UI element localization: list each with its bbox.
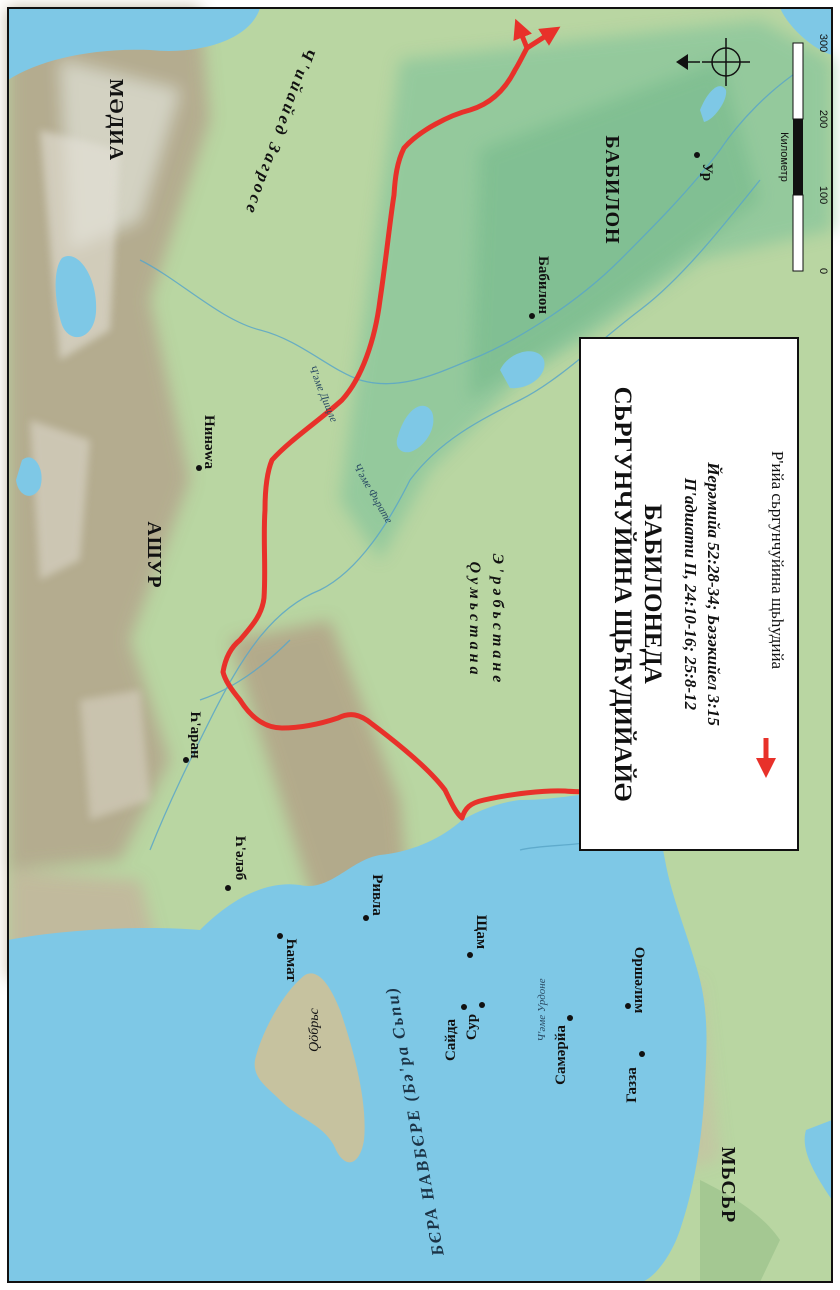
dot-haran — [183, 757, 189, 763]
dot-haleb — [225, 885, 231, 891]
desert-label-line2: Э'рәбьстане — [489, 554, 506, 687]
red-sea-corner — [804, 1120, 832, 1200]
scripture-ref-1: П'адшати II, 24:10-16; 25:8-12 — [681, 477, 700, 711]
map-frame — [7, 7, 833, 1283]
mediterranean-sea — [8, 790, 707, 1282]
city-ur: Ур — [699, 163, 715, 181]
scale-bar: 0 100 200 300 Километр — [778, 34, 829, 274]
city-sur: Сур — [464, 1014, 480, 1040]
region-babilon: БАБИЛОН — [601, 135, 623, 244]
city-haleb: Һ'әләб — [232, 836, 248, 880]
river-tigris — [139, 69, 801, 385]
city-sayda: Сайда — [443, 1018, 459, 1061]
route-arrow-east — [525, 26, 561, 51]
dot-hamat — [277, 933, 283, 939]
region-ashur: АШУР — [143, 521, 165, 588]
caspian-sea — [8, 8, 260, 80]
river-khabur — [199, 639, 291, 701]
jordan-label: Ч'әме Урдоне — [536, 978, 548, 1041]
scale-tick-200: 200 — [817, 110, 829, 128]
city-samaria: Самәрйа — [553, 1025, 569, 1085]
nile-delta — [700, 1180, 780, 1282]
scale-tick-100: 100 — [817, 186, 829, 204]
dot-sur — [479, 1002, 485, 1008]
exile-route-path — [220, 45, 625, 821]
scale-seg-1 — [793, 119, 803, 195]
dot-sayda — [461, 1004, 467, 1010]
dot-jerusalem — [625, 1003, 631, 1009]
lake-van — [16, 457, 42, 496]
city-rivla: Ривла — [369, 874, 385, 916]
scripture-ref-2: Йерәмийа 52:28-34; Ьәзәкийел 3:15 — [704, 461, 723, 726]
lake-urmia — [55, 256, 97, 338]
dot-rivla — [363, 915, 369, 921]
city-jerusalem: Оршәлим — [631, 947, 647, 1014]
route-arrow-north — [513, 18, 532, 49]
compass-icon — [676, 38, 750, 86]
region-misr: МЬСЬР — [717, 1147, 739, 1223]
title-line2: БАБИЛОНЕДА — [639, 504, 666, 684]
scale-unit: Километр — [778, 132, 790, 182]
city-dots — [183, 152, 700, 1057]
hawr-marsh — [700, 86, 727, 122]
river-euphrates — [149, 179, 761, 851]
dot-ur — [694, 152, 700, 158]
desert-label-line1: Ǫумьстана — [466, 562, 483, 679]
dot-babilon — [529, 313, 535, 319]
tharthar-lake — [396, 405, 434, 453]
title-box: СЬРГУНЧУЙИНА ЩЬЋУДИЙАЙӘ БАБИЛОНЕДА П'адш… — [579, 337, 799, 851]
scale-tick-300: 300 — [817, 34, 829, 52]
scale-tick-0: 0 — [817, 268, 829, 274]
region-madia: МӘДИА — [105, 79, 127, 161]
city-babilon: Бабилон — [535, 256, 551, 314]
scale-seg-0 — [792, 194, 804, 272]
scale-seg-2 — [792, 42, 804, 120]
city-ninewa: Нинәwа — [201, 415, 217, 469]
title-line1: СЬРГУНЧУЙИНА ЩЬЋУДИЙАЙӘ — [609, 387, 637, 802]
gulf-top-right — [780, 8, 832, 55]
razzaza-lake — [500, 351, 545, 389]
city-sham: Щам — [473, 915, 489, 949]
city-hamat: Һамат — [283, 938, 299, 982]
city-gaza: Газза — [624, 1067, 640, 1103]
cyprus-island — [254, 973, 365, 1163]
dot-gaza — [639, 1051, 645, 1057]
legend-route-label: Р'ийа сьргунчуйина щьһудийа — [768, 451, 787, 670]
city-haran: Һ'аран — [187, 711, 203, 759]
dot-sham — [467, 952, 473, 958]
babylon-lowland — [470, 60, 760, 400]
dot-samaria — [567, 1015, 573, 1021]
dot-ninewa — [196, 465, 202, 471]
cyprus-label: Ǫӧбрьс — [307, 1007, 322, 1052]
